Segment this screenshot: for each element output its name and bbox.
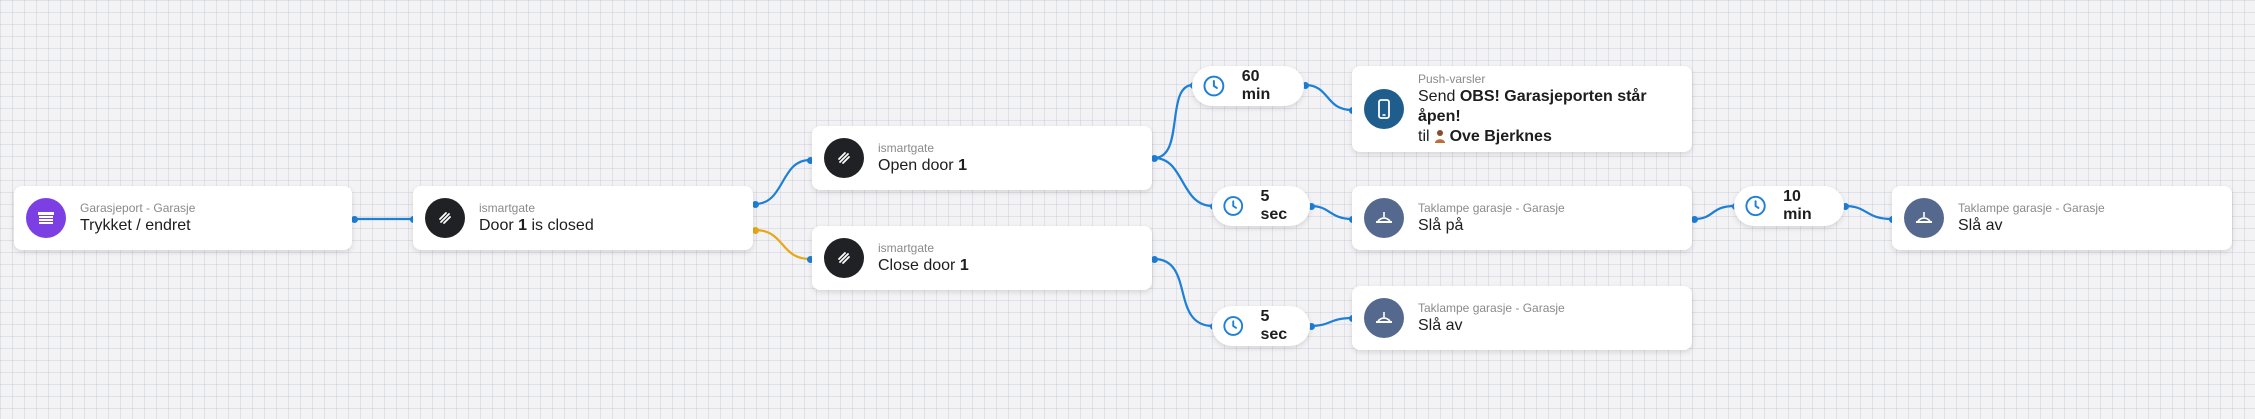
node-title: Open door 1 xyxy=(878,156,967,174)
push-message: Send OBS! Garasjeporten står åpen! xyxy=(1418,87,1647,125)
node-subtitle: Garasjeport - Garasje xyxy=(80,200,196,215)
port-trigger-out[interactable] xyxy=(351,216,358,223)
lamp-on-node[interactable]: Taklampe garasje - Garasje Slå på xyxy=(1352,186,1692,250)
clock-icon xyxy=(1745,195,1766,217)
push-notification-node[interactable]: Push-varsler Send OBS! Garasjeporten stå… xyxy=(1352,66,1692,152)
ismartgate-icon xyxy=(824,138,864,178)
node-title: Slå på xyxy=(1418,216,1464,234)
node-title: Slå av xyxy=(1958,216,2003,234)
port-open-in[interactable] xyxy=(807,157,814,164)
node-title: Door 1 is closed xyxy=(479,216,594,234)
delay-label: 10 min xyxy=(1783,188,1812,223)
wire-condition-open-true xyxy=(754,158,811,206)
delay-timer-10min[interactable]: 10 min xyxy=(1734,186,1844,226)
port-10min-out[interactable] xyxy=(1842,203,1849,210)
open-door-node[interactable]: ismartgate Open door 1 xyxy=(812,126,1152,190)
wire-close-5sec-b xyxy=(1153,257,1214,328)
phone-icon xyxy=(1364,89,1404,129)
port-condition-false-out[interactable] xyxy=(752,227,759,234)
delay-timer-60min[interactable]: 60 min xyxy=(1192,66,1304,106)
delay-label: 5 sec xyxy=(1260,188,1288,223)
wire-10min-lamp-off xyxy=(1844,204,1893,221)
port-close-in[interactable] xyxy=(807,256,814,263)
port-condition-true-out[interactable] xyxy=(752,201,759,208)
clock-icon xyxy=(1223,196,1244,216)
node-title: Close door 1 xyxy=(878,256,969,274)
port-60min-out[interactable] xyxy=(1302,82,1309,89)
delay-timer-5sec[interactable]: 5 sec xyxy=(1212,186,1310,226)
ceiling-lamp-icon xyxy=(1364,198,1404,238)
port-5sec-b-out[interactable] xyxy=(1308,323,1315,330)
close-door-node[interactable]: ismartgate Close door 1 xyxy=(812,226,1152,290)
clock-icon xyxy=(1203,75,1225,97)
port-close-out[interactable] xyxy=(1151,256,1158,263)
garage-door-icon xyxy=(26,198,66,238)
ceiling-lamp-icon xyxy=(1904,198,1944,238)
node-subtitle: ismartgate xyxy=(878,240,935,255)
node-subtitle: ismartgate xyxy=(479,200,536,215)
ismartgate-icon xyxy=(425,198,465,238)
node-subtitle: Taklampe garasje - Garasje xyxy=(1958,200,2105,215)
delay-timer-5sec[interactable]: 5 sec xyxy=(1212,306,1310,346)
port-lamp-on-out[interactable] xyxy=(1691,216,1698,223)
wire-open-60min xyxy=(1153,83,1194,160)
node-title: Slå av xyxy=(1418,316,1463,334)
wire-lamp-on-10min xyxy=(1693,204,1736,221)
trigger-node[interactable]: Garasjeport - Garasje Trykket / endret xyxy=(14,186,352,250)
port-open-out[interactable] xyxy=(1151,155,1158,162)
wire-5sec-a-lamp-on xyxy=(1310,204,1353,221)
node-title: Trykket / endret xyxy=(80,216,191,234)
delay-label: 5 sec xyxy=(1260,308,1288,343)
ismartgate-icon xyxy=(824,238,864,278)
port-5sec-a-out[interactable] xyxy=(1308,203,1315,210)
node-subtitle: Taklampe garasje - Garasje xyxy=(1418,300,1565,315)
lamp-off-node[interactable]: Taklampe garasje - Garasje Slå av xyxy=(1892,186,2232,250)
node-subtitle: ismartgate xyxy=(878,140,935,155)
wire-5sec-b-lamp-off xyxy=(1310,316,1353,328)
delay-label: 60 min xyxy=(1241,68,1271,103)
node-subtitle: Taklampe garasje - Garasje xyxy=(1418,200,1565,215)
user-avatar-icon xyxy=(1434,129,1445,143)
lamp-off-node[interactable]: Taklampe garasje - Garasje Slå av xyxy=(1352,286,1692,350)
condition-node[interactable]: ismartgate Door 1 is closed xyxy=(413,186,753,250)
ceiling-lamp-icon xyxy=(1364,298,1404,338)
node-subtitle: Push-varsler xyxy=(1418,71,1486,86)
wire-condition-close-false xyxy=(754,228,811,261)
wire-open-5sec-a xyxy=(1153,156,1214,208)
clock-icon xyxy=(1223,316,1244,336)
wire-60min-push xyxy=(1304,83,1353,112)
